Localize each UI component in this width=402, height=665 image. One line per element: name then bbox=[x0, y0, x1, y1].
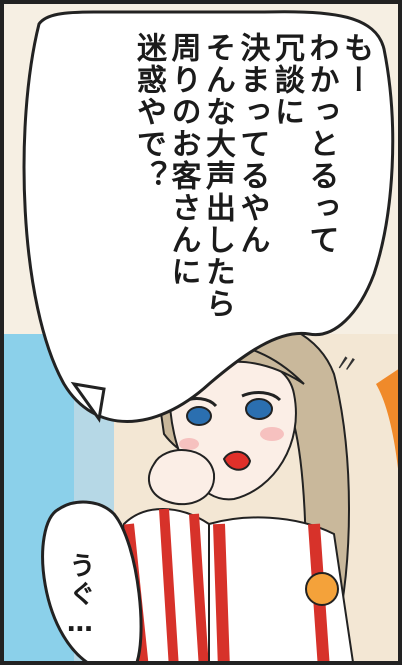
other-person-hair bbox=[376, 369, 398, 469]
speech-bubble-small bbox=[41, 500, 143, 661]
right-eye bbox=[245, 398, 273, 420]
tiger-emblem bbox=[305, 572, 339, 606]
speech-small-text: うぐ… bbox=[64, 552, 95, 640]
mouth bbox=[222, 450, 252, 471]
fist-hand bbox=[148, 449, 216, 506]
right-eyebrow bbox=[241, 391, 282, 402]
speech-line-5: そんな大声出したら bbox=[200, 32, 235, 320]
speech-line-3: 冗談に bbox=[269, 32, 304, 128]
speech-main-text: もー わかっとるって 冗談に 決まってるやん そんな大声出したら 周りのお客さん… bbox=[131, 32, 373, 320]
speech-line-6: 周りのお客さんに bbox=[165, 32, 201, 288]
speech-line-1: もー bbox=[338, 32, 373, 96]
left-eye bbox=[186, 406, 212, 426]
speech-bubble-main bbox=[22, 10, 395, 423]
left-blush bbox=[179, 438, 199, 450]
right-blush bbox=[260, 427, 284, 441]
speech-line-4: 決まってるやん bbox=[234, 32, 270, 256]
speech-line-7: 迷惑やで？ bbox=[131, 32, 166, 192]
speech-line-2: わかっとるって bbox=[303, 32, 339, 256]
